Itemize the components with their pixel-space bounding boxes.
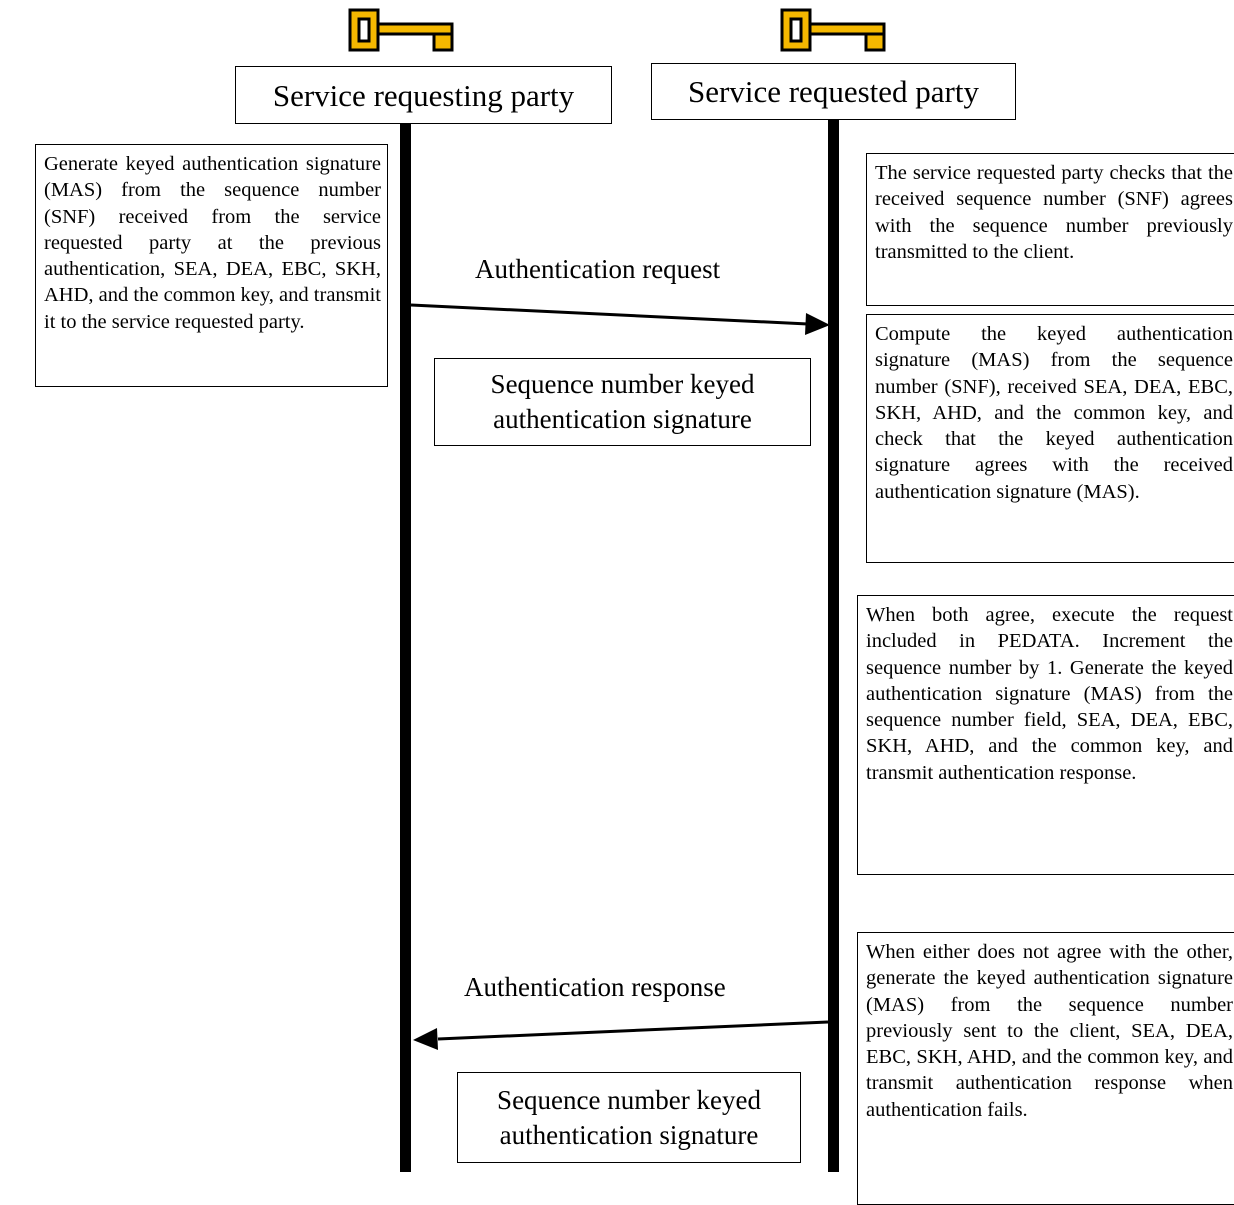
note-generate-mas-text: Generate keyed authentication signature …: [44, 153, 381, 333]
note-not-agree-text: When either does not agree with the othe…: [866, 941, 1233, 1121]
lifeline-requesting: [400, 118, 411, 1172]
key-icon: [780, 8, 886, 52]
response-payload-box: Sequence number keyed authentication sig…: [457, 1072, 801, 1163]
note-generate-mas: Generate keyed authentication signature …: [35, 144, 388, 387]
party-requesting-label: Service requesting party: [272, 77, 575, 113]
request-payload-text: Sequence number keyed authentication sig…: [490, 369, 755, 434]
party-requesting: Service requesting party: [235, 66, 612, 124]
response-payload-text: Sequence number keyed authentication sig…: [497, 1084, 761, 1150]
key-icon: [348, 8, 454, 52]
party-requested: Service requested party: [651, 63, 1016, 120]
note-check-snf-text: The service requested party checks that …: [875, 162, 1233, 263]
note-not-agree: When either does not agree with the othe…: [857, 932, 1234, 1205]
note-both-agree-text: When both agree, execute the request inc…: [866, 604, 1233, 784]
authentication-request-label: Authentication request: [475, 254, 721, 284]
authentication-response-arrow: [413, 1020, 829, 1050]
authentication-response-label: Authentication response: [464, 972, 726, 1002]
note-compute-mas: Compute the keyed authentication signatu…: [866, 314, 1234, 563]
note-check-snf: The service requested party checks that …: [866, 153, 1234, 306]
note-compute-mas-text: Compute the keyed authentication signatu…: [875, 323, 1233, 503]
request-payload-box: Sequence number keyed authentication sig…: [434, 358, 811, 446]
note-both-agree: When both agree, execute the request inc…: [857, 595, 1234, 875]
party-requested-label: Service requested party: [688, 74, 979, 109]
lifeline-requested: [828, 118, 839, 1172]
authentication-request-arrow: [410, 303, 830, 335]
